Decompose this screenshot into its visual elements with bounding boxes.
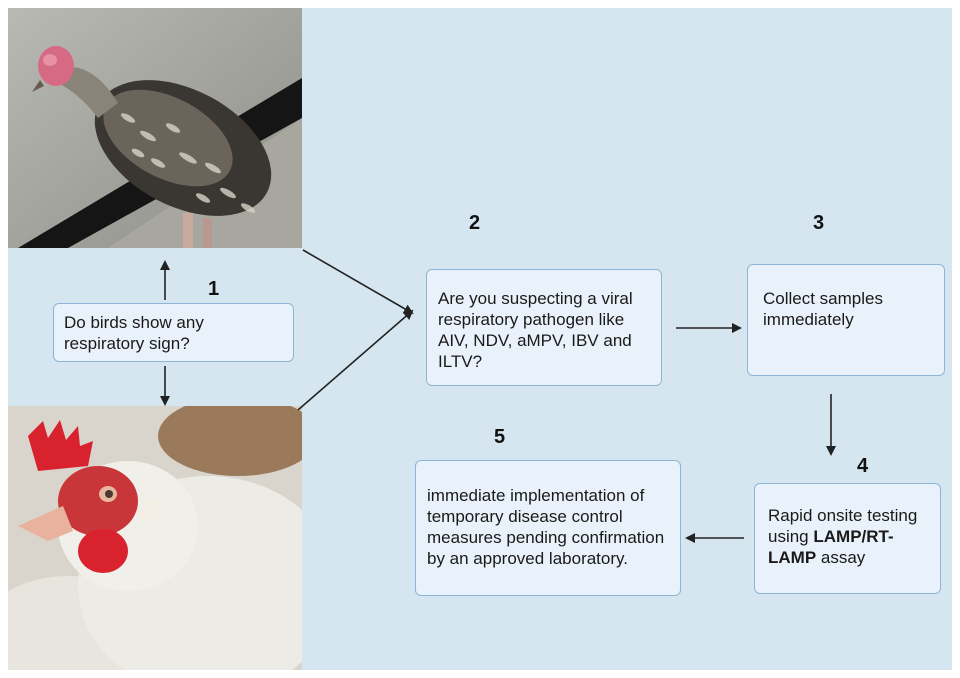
step-1-text: Do birds show any respiratory sign?: [64, 313, 204, 353]
turkey-photo: [8, 8, 302, 248]
step-number-4: 4: [857, 455, 869, 477]
arrow-chicken-to-2: [297, 309, 414, 411]
step-5-box: immediate implementation of temporary di…: [415, 460, 681, 596]
step-number-5: 5: [494, 426, 506, 448]
step-4-method-bold: LAMP/RT-LAMP: [768, 527, 894, 567]
step-4-box: Rapid onsite testing using LAMP/RT-LAMP …: [754, 483, 941, 594]
step-1-box: Do birds show any respiratory sign?: [53, 303, 294, 362]
step-3-text: Collect samples immediately: [763, 289, 883, 329]
step-2-text: Are you suspecting a viral respiratory p…: [438, 289, 633, 371]
step-number-2: 2: [469, 212, 481, 234]
chicken-photo: [8, 406, 302, 670]
step-number-3: 3: [813, 212, 825, 234]
step-4-text-before: Rapid onsite testing using: [768, 506, 918, 546]
step-number-1: 1: [208, 278, 220, 300]
step-3-box: Collect samples immediately: [747, 264, 945, 376]
step-2-box: Are you suspecting a viral respiratory p…: [426, 269, 662, 386]
step-5-text: immediate implementation of temporary di…: [427, 486, 665, 568]
step-4-text-after: assay: [816, 548, 866, 567]
arrow-turkey-to-2: [302, 249, 414, 315]
